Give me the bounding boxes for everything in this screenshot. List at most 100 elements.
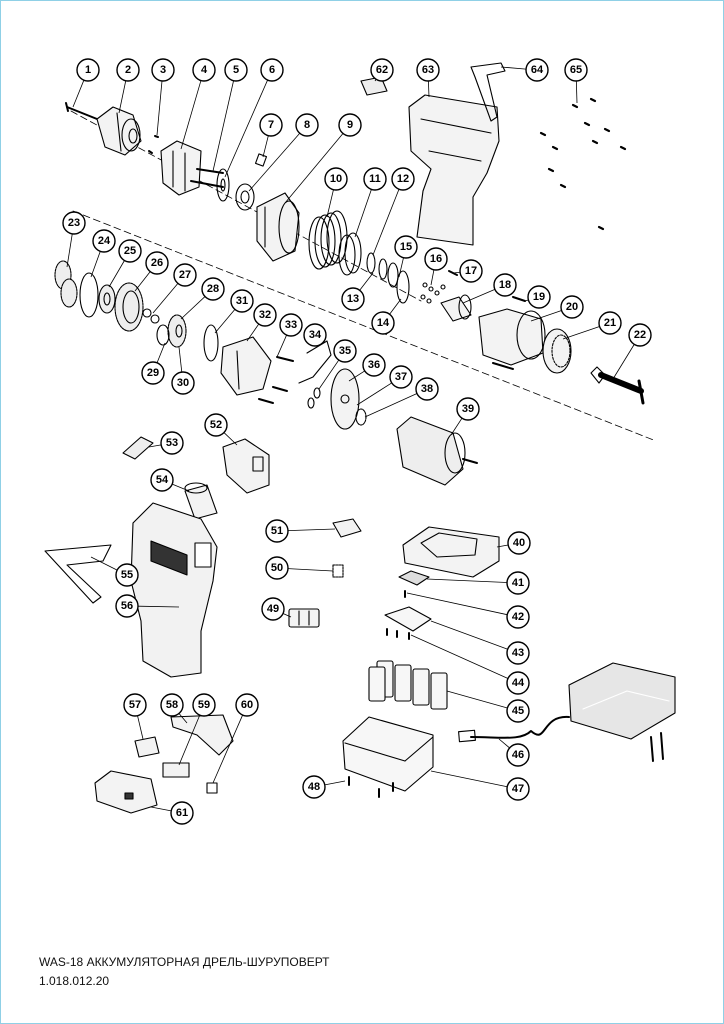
callout-circle: [506, 605, 530, 629]
callout-number: 20: [566, 301, 578, 313]
leader-line-18: [462, 288, 496, 304]
callout-number: 33: [285, 319, 297, 331]
callout-circle: [295, 113, 319, 137]
leader-line-54: [172, 483, 190, 492]
leader-line-48: [324, 780, 346, 786]
part-motor: [396, 416, 478, 486]
part-board-screws: [386, 590, 410, 640]
callout-52: 52: [204, 413, 228, 437]
part-battery-contact-base: [402, 526, 500, 578]
callout-number: 48: [308, 781, 320, 793]
callout-circle: [506, 671, 530, 695]
callout-number: 55: [121, 569, 133, 581]
callout-circle: [598, 311, 622, 335]
callout-circle: [150, 468, 174, 492]
leader-line-46: [498, 738, 510, 749]
callout-number: 58: [166, 699, 178, 711]
callout-circle: [201, 277, 225, 301]
callout-circle: [261, 597, 285, 621]
part-switch: [222, 438, 270, 494]
callout-circle: [525, 58, 549, 82]
leader-line-58: [178, 713, 188, 724]
callout-63: 63: [416, 58, 440, 82]
callout-17: 17: [459, 259, 483, 283]
leader-line-47: [430, 770, 508, 788]
callout-58: 58: [160, 693, 184, 717]
callout-5: 5: [224, 58, 248, 82]
leader-line-23: [66, 233, 73, 268]
callout-48: 48: [302, 775, 326, 799]
callout-number: 30: [177, 377, 189, 389]
part-battery-case: [342, 716, 434, 792]
callout-23: 23: [62, 211, 86, 235]
title-block: WAS-18 АККУМУЛЯТОРНАЯ ДРЕЛЬ-ШУРУПОВЕРТ 1…: [39, 953, 330, 991]
callout-number: 16: [430, 253, 442, 265]
callout-circle: [493, 273, 517, 297]
callout-circle: [506, 641, 530, 665]
callout-number: 41: [512, 577, 524, 589]
leader-line-35: [318, 359, 340, 390]
leader-line-59: [178, 715, 201, 766]
callout-55: 55: [115, 563, 139, 587]
part-clutch-housing: [256, 192, 300, 262]
callout-4: 4: [192, 58, 216, 82]
callout-60: 60: [235, 693, 259, 717]
part-motor-plate: [330, 368, 360, 430]
leader-line-52: [223, 432, 238, 446]
part-small-spring: [332, 564, 344, 578]
document-code: 1.018.012.20: [39, 974, 110, 988]
callout-number: 38: [421, 383, 433, 395]
leader-line-44: [410, 634, 509, 679]
callout-54: 54: [150, 468, 174, 492]
callout-circle: [76, 58, 100, 82]
part-bushing: [440, 294, 472, 322]
callout-circle: [204, 413, 228, 437]
part-washer: [216, 168, 230, 202]
part-housing: [130, 502, 218, 678]
callout-circle: [363, 167, 387, 191]
callout-15: 15: [394, 235, 418, 259]
part-spring-clip: [298, 340, 332, 384]
callout-number: 34: [309, 329, 322, 341]
callout-circle: [507, 531, 531, 555]
callout-circle: [170, 801, 194, 825]
callout-50: 50: [265, 556, 289, 580]
callout-number: 43: [512, 647, 524, 659]
part-o-ring: [203, 324, 219, 362]
callout-number: 35: [339, 345, 351, 357]
leader-line-6: [224, 79, 268, 178]
callout-number: 27: [179, 269, 191, 281]
callout-circle: [265, 519, 289, 543]
callout-14: 14: [371, 311, 395, 335]
leader-line-7: [262, 135, 269, 158]
leader-line-49: [282, 613, 292, 618]
leader-line-63: [428, 80, 430, 98]
leader-line-50: [287, 568, 334, 572]
callout-circle: [628, 323, 652, 347]
part-case-screws: [348, 776, 394, 798]
callout-12: 12: [391, 167, 415, 191]
callout-number: 5: [233, 64, 239, 76]
part-gearbox-rear: [220, 336, 272, 396]
callout-number: 7: [268, 119, 274, 131]
part-planet-gears: [54, 260, 78, 308]
callout-7: 7: [259, 113, 283, 137]
leader-line-27: [152, 283, 179, 314]
callout-62: 62: [370, 58, 394, 82]
callout-circle: [115, 563, 139, 587]
callout-circle: [173, 263, 197, 287]
callout-6: 6: [260, 58, 284, 82]
callout-number: 17: [465, 265, 477, 277]
part-light-tube: [184, 482, 218, 520]
part-pin: [148, 135, 159, 154]
callout-number: 54: [156, 474, 169, 486]
callout-number: 24: [98, 235, 111, 247]
leader-line-30: [178, 346, 183, 373]
part-gear-carrier: [156, 314, 187, 348]
part-indicator-housing: [94, 770, 158, 814]
part-clutch-sleeve: [160, 140, 202, 196]
callout-circle: [389, 365, 413, 389]
callout-circle: [459, 259, 483, 283]
callout-number: 22: [634, 329, 646, 341]
